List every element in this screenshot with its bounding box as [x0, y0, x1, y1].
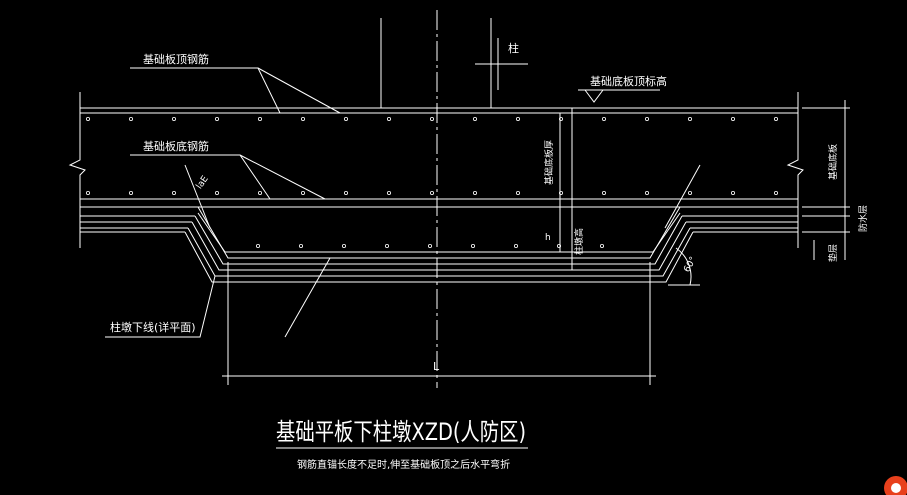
label-slab-top-rebar: 基础板顶钢筋 [143, 52, 209, 66]
rebar-dot [516, 117, 521, 122]
rebar-dot [602, 117, 607, 122]
rebar-dot [557, 243, 562, 248]
app-logo-icon[interactable] [884, 476, 907, 495]
rebar-dot [128, 117, 133, 122]
rebar-dot [429, 190, 434, 195]
rebar-dot [86, 190, 91, 195]
rebar-dot [427, 243, 432, 248]
rebar-dot [559, 117, 564, 122]
rebar-dot [171, 117, 176, 122]
rebar-dot [472, 117, 477, 122]
rebar-dot [645, 117, 650, 122]
leader-pier-bottom [105, 275, 216, 338]
rebar-dot [300, 117, 305, 122]
rebar-dot [514, 243, 519, 248]
rebar-dot [774, 190, 779, 195]
rebar-dot [602, 190, 607, 195]
rebar-dot [600, 243, 605, 248]
rebar-dot [214, 190, 219, 195]
rebar-dot [386, 117, 391, 122]
rebar-dot [257, 190, 262, 195]
rebar-dot [429, 117, 434, 122]
rebar-dot [516, 190, 521, 195]
rebar-dot [774, 117, 779, 122]
rebar-dot [298, 243, 303, 248]
label-column: 柱 [508, 41, 519, 55]
rebar-dot [86, 117, 91, 122]
label-lae: laE [195, 174, 211, 191]
drawing-note: 钢筋直锚长度不足时,伸至基础板顶之后水平弯折 [297, 458, 510, 471]
rebar-dot [731, 117, 736, 122]
rebar-dot [559, 190, 564, 195]
rebar-dot [470, 243, 475, 248]
label-L: L [433, 360, 440, 373]
label-h: h [545, 233, 551, 243]
label-slab-bottom-rebar: 基础板底钢筋 [143, 139, 209, 153]
rebar-dot [384, 243, 389, 248]
rebar-dot [171, 190, 176, 195]
rebar-dot [214, 117, 219, 122]
label-pier-bottom-line: 柱墩下线(详平面) [110, 320, 196, 334]
label-cushion-layer: 垫层 [827, 244, 839, 262]
rebar-dot [688, 117, 693, 122]
rebar-dot [688, 190, 693, 195]
rebar-dot [645, 190, 650, 195]
rebar-dot [472, 190, 477, 195]
leader-top-rebar [130, 67, 281, 114]
label-waterproof-layer: 防水层 [857, 205, 869, 232]
label-angle: 60° [682, 255, 699, 274]
rebar-dot [343, 190, 348, 195]
rebar-dot [257, 117, 262, 122]
label-pier-height: 柱墩高 [573, 228, 585, 255]
label-foundation-slab: 基础底板 [827, 144, 839, 180]
label-slab-bottom-elevation: 基础底板顶标高 [590, 74, 667, 88]
rebar-dot [386, 190, 391, 195]
rebar-dot [341, 243, 346, 248]
rebar-dot [731, 190, 736, 195]
rebar-dot [255, 243, 260, 248]
rebar-dot [128, 190, 133, 195]
label-slab-thickness: 基础底板厚 [543, 140, 555, 185]
drawing-title: 基础平板下柱墩XZD(人防区) [276, 418, 526, 446]
rebar-dot [300, 190, 305, 195]
rebar-dot [343, 117, 348, 122]
